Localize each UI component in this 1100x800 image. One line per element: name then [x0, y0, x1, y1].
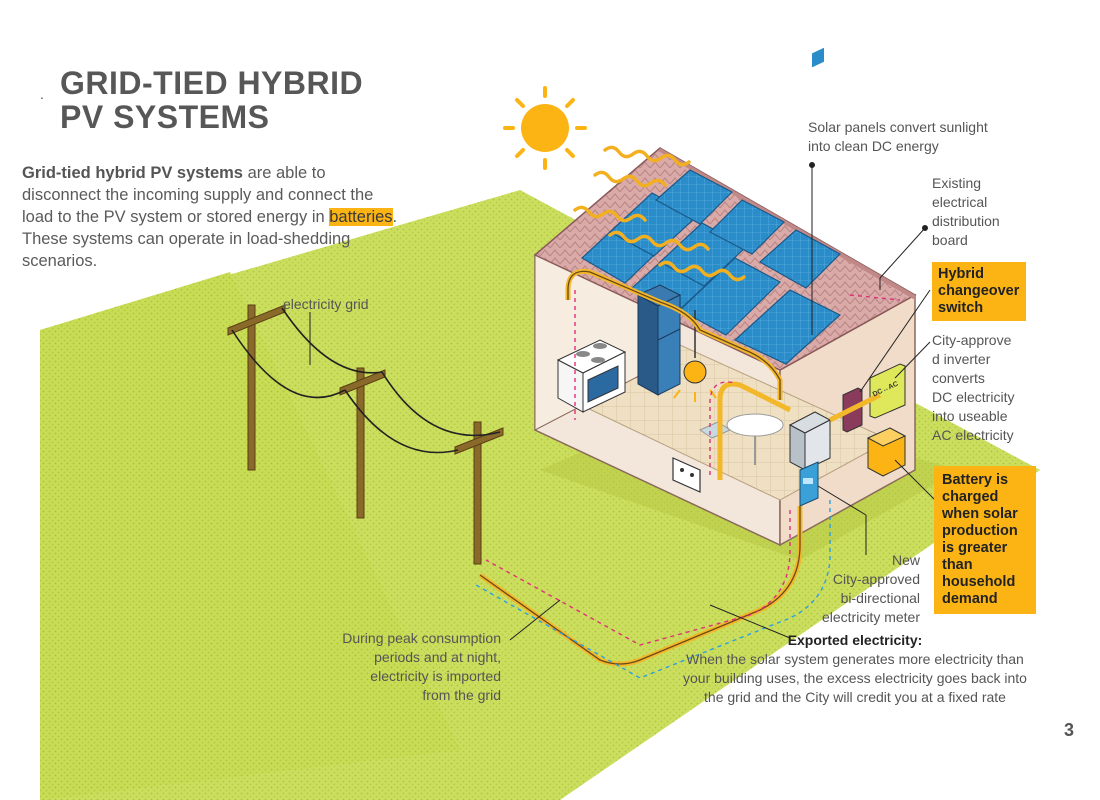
label-exported-line: When the solar system generates more ele… [686, 651, 1024, 667]
label-meter-line: New [891, 552, 920, 568]
label-battery-line: Battery is [942, 472, 1009, 488]
label-changeover-switch: Hybrid changeover switch [932, 262, 1026, 321]
label-battery-line: charged [942, 489, 999, 505]
page-title: GRID-TIED HYBRID PV SYSTEMS [60, 66, 363, 134]
fridge-icon [636, 284, 682, 396]
intro-text-1: are able to disconnect the incoming supp… [22, 164, 374, 226]
label-solar-panels-line: into clean DC energy [808, 138, 939, 154]
label-battery-line: than [942, 557, 973, 573]
page-title-line-1: GRID-TIED HYBRID [60, 65, 364, 101]
intro-highlight: batteries [329, 208, 393, 226]
label-solar-panels: Solar panels convert sunlight into clean… [808, 118, 988, 156]
label-exported-electricity: Exported electricity: When the solar sys… [665, 631, 1045, 707]
label-distribution-board-line: Existing [932, 175, 982, 191]
label-inverter-line: City-approve [932, 332, 1012, 348]
export-flow-arrows [485, 290, 901, 646]
page-title-line-2: PV SYSTEMS [60, 99, 270, 135]
page-number: 3 [1063, 720, 1074, 740]
label-battery: Battery is charged when solar production… [934, 466, 1036, 614]
label-meter-line: electricity meter [821, 609, 920, 625]
label-distribution-board-line: electrical [932, 194, 988, 210]
label-changeover-line: changeover [938, 283, 1020, 299]
light-bulb-icon [673, 310, 717, 402]
power-cables [231, 307, 501, 454]
sun-icon [503, 86, 587, 170]
wall-socket-icon [672, 457, 701, 493]
label-exported-line: the grid and the City will credit you at… [704, 689, 1006, 705]
sun-rays [573, 145, 746, 282]
label-changeover-line: switch [938, 300, 984, 316]
label-battery-line: when solar [942, 506, 1018, 522]
label-changeover-line: Hybrid [938, 266, 984, 282]
label-distribution-board-line: board [932, 232, 968, 248]
label-exported-line: your building uses, the excess electrici… [683, 670, 1027, 686]
title-marker: . [40, 86, 44, 102]
label-exported-title: Exported electricity: [787, 632, 923, 648]
intro-text-2: . These systems can operate in load-shed… [22, 208, 398, 270]
label-inverter-line: converts [932, 370, 985, 386]
leader-lines [309, 162, 946, 641]
label-battery-line: production [942, 523, 1018, 539]
label-solar-panels-line: Solar panels convert sunlight [808, 119, 988, 135]
label-peak-import: During peak consumption periods and at n… [300, 629, 501, 705]
intro-bold: Grid-tied hybrid PV systems [22, 164, 243, 182]
label-inverter-line: into useable [932, 408, 1008, 424]
label-inverter-line: DC electricity [932, 389, 1015, 405]
intro-paragraph: Grid-tied hybrid PV systems are able to … [22, 162, 402, 272]
label-peak-line: from the grid [422, 687, 501, 703]
label-peak-line: electricity is imported [370, 668, 501, 684]
distribution-board-icon [788, 47, 832, 471]
label-meter: New City-approved bi-directional electri… [790, 551, 920, 627]
label-peak-line: periods and at night, [374, 649, 501, 665]
label-battery-line: household [942, 574, 1016, 590]
import-flow-arrows [475, 500, 831, 679]
label-peak-line: During peak consumption [342, 630, 501, 646]
label-battery-line: is greater [942, 540, 1008, 556]
label-inverter: City-approve d inverter converts DC elec… [932, 331, 1014, 445]
battery-icon [866, 427, 907, 477]
label-meter-line: City-approved [832, 571, 920, 587]
label-distribution-board: Existing electrical distribution board [932, 174, 1000, 250]
inverter-icon [869, 363, 906, 419]
label-inverter-line: d inverter [932, 351, 991, 367]
label-inverter-line: AC electricity [932, 427, 1014, 443]
label-battery-line: demand [942, 591, 998, 607]
label-meter-line: bi-directional [840, 590, 920, 606]
label-electricity-grid: electricity grid [283, 296, 369, 312]
meter-icon [799, 461, 819, 507]
label-distribution-board-line: distribution [932, 213, 1000, 229]
